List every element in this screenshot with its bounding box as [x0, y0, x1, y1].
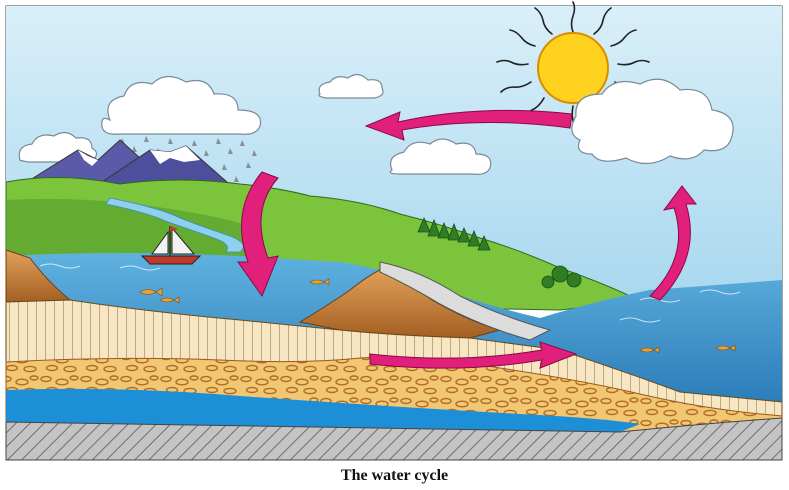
- arrow-icon: [237, 109, 698, 369]
- bedrock: [5, 417, 783, 461]
- river: [105, 197, 244, 253]
- land-shade: [6, 198, 250, 260]
- mountain-icon: [28, 139, 238, 191]
- groundwater: [6, 388, 640, 432]
- sailboat-icon: [140, 226, 202, 265]
- water-cycle-diagram: [5, 1, 783, 461]
- rocky-shore: [379, 261, 552, 341]
- tree-icon: [417, 216, 582, 289]
- diagram-caption: The water cycle: [340, 467, 449, 484]
- fish-icon: [139, 278, 736, 354]
- cloud-icon: [18, 73, 734, 175]
